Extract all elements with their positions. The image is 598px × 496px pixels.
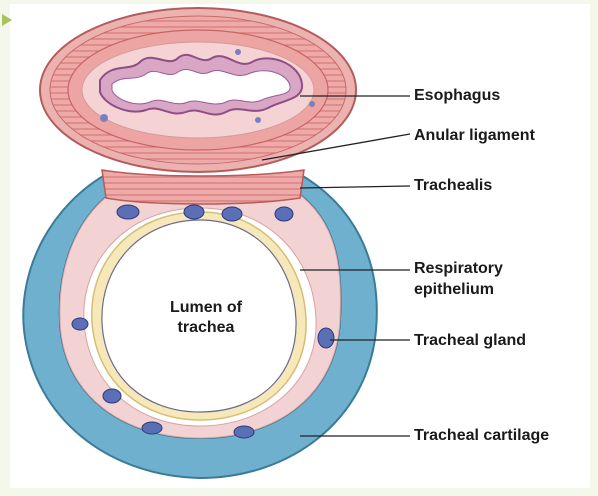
trachea — [22, 169, 378, 480]
trachealis-muscle — [101, 169, 305, 205]
label-respiratory-line1: Respiratory — [414, 260, 503, 277]
label-lumen-line1: Lumen of — [170, 299, 242, 316]
label-tracheal-cartilage: Tracheal cartilage — [414, 427, 550, 444]
label-lumen-line2: trachea — [177, 319, 235, 336]
label-tracheal-gland: Tracheal gland — [414, 332, 527, 349]
label-anular-ligament: Anular ligament — [414, 127, 535, 144]
leader-trachealis — [299, 185, 411, 189]
leader-lines — [261, 95, 411, 437]
label-respiratory-line2: epithelium — [414, 281, 495, 298]
submucosa-ring — [59, 191, 341, 439]
esophagus — [39, 7, 357, 173]
leader-anular-ligament — [261, 133, 411, 161]
tracheal-glands — [71, 204, 335, 439]
esophagus-lumen — [111, 68, 291, 105]
label-esophagus: Esophagus — [414, 87, 501, 104]
slide-corner-mark — [2, 14, 12, 26]
label-trachealis: Trachealis — [414, 177, 493, 194]
tracheal-lumen — [101, 219, 297, 413]
